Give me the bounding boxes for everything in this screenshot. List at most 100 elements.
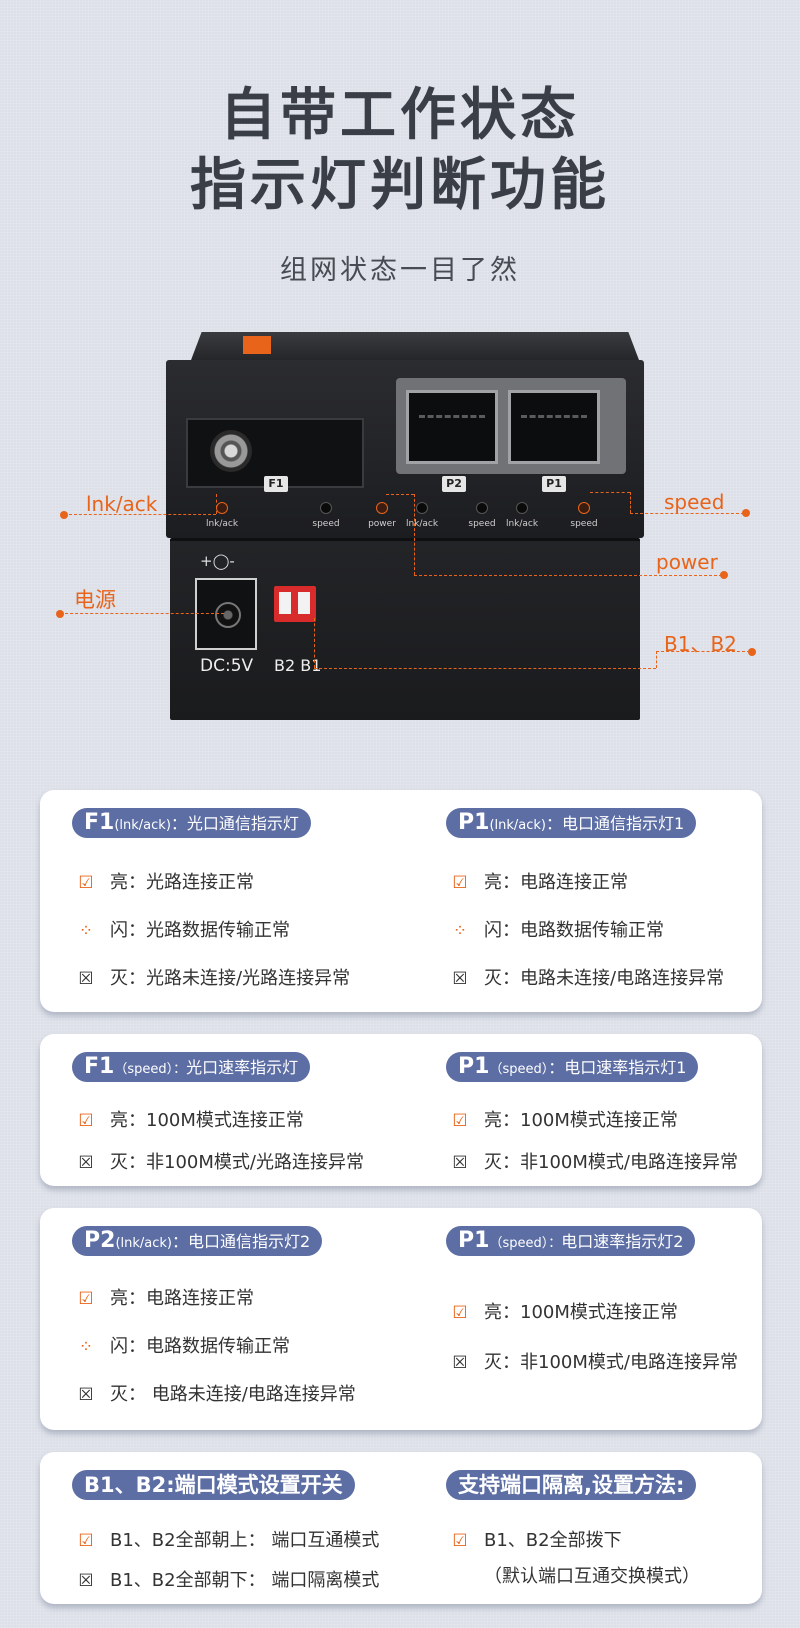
fiber-connector-icon <box>210 430 252 472</box>
list-item: ⁘闪：电路数据传输正常 <box>76 1332 290 1358</box>
device-illustration: F1 P2 P1 lnk/ack speed power lnk/ack spe… <box>0 320 800 730</box>
dc-label: DC:5V <box>200 656 254 676</box>
led-f1-speed <box>320 502 332 514</box>
callout-line <box>64 514 216 515</box>
callout-dot <box>56 610 64 618</box>
blink-icon: ⁘ <box>78 1337 94 1357</box>
pill-p1-lnk: P1(lnk/ack)：电口通信指示灯1 <box>446 808 697 838</box>
off-icon: ☒ <box>452 969 468 989</box>
callout-power: power <box>656 550 718 574</box>
led-label: speed <box>312 519 340 529</box>
led-p1-lnk <box>516 502 528 514</box>
dc-power-jack <box>195 578 257 650</box>
led-label: lnk/ack <box>205 519 239 529</box>
callout-dot <box>720 571 728 579</box>
pill-p1-speed-2: P1（speed）：电口速率指示灯2 <box>446 1226 696 1256</box>
dc-polarity-icon: +◯- <box>200 552 235 570</box>
callout-dot <box>748 648 756 656</box>
dip-switch <box>274 586 316 622</box>
port-label-p1: P1 <box>542 476 566 492</box>
list-item: ⁘闪：光路数据传输正常 <box>76 916 290 942</box>
callout-dot <box>60 511 68 519</box>
list-item: ☑亮：电路连接正常 <box>450 868 628 894</box>
led-label: power <box>368 519 396 529</box>
list-item: ☒灭：非100M模式/电路连接异常 <box>450 1148 738 1174</box>
check-icon: ☑ <box>78 1111 94 1131</box>
callout-line <box>60 613 224 614</box>
callout-line <box>656 651 750 652</box>
blink-icon: ⁘ <box>78 921 94 941</box>
callout-line <box>630 492 631 513</box>
led-p2-lnk <box>416 502 428 514</box>
led-p2-speed <box>476 502 488 514</box>
callout-line <box>630 513 744 514</box>
list-item: ☑亮：100M模式连接正常 <box>450 1106 678 1132</box>
callout-line <box>590 492 630 493</box>
list-item: ☑亮：100M模式连接正常 <box>450 1298 678 1324</box>
check-icon: ☑ <box>78 1531 94 1551</box>
callout-line <box>314 668 656 669</box>
off-icon: ☒ <box>78 1153 94 1173</box>
page-title-line1: 自带工作状态 <box>220 83 580 148</box>
led-power <box>376 502 388 514</box>
callout-line <box>414 575 722 576</box>
list-item: ☒B1、B2全部朝下： 端口隔离模式 <box>76 1566 379 1592</box>
list-item: ☑亮：电路连接正常 <box>76 1284 254 1310</box>
off-icon: ☒ <box>78 1571 94 1591</box>
port-label-p2: P2 <box>442 476 466 492</box>
brand-logo-icon <box>243 336 271 354</box>
led-label: speed <box>570 519 598 529</box>
check-icon: ☑ <box>452 1111 468 1131</box>
callout-lnk-ack: lnk/ack <box>86 492 158 516</box>
pill-port-isolation: 支持端口隔离,设置方法: <box>446 1470 697 1500</box>
dip-switch-label: B2 B1 <box>274 656 322 675</box>
off-icon: ☒ <box>78 1385 94 1405</box>
port-label-f1: F1 <box>264 476 288 492</box>
check-icon: ☑ <box>452 1303 468 1323</box>
pill-b1-b2-switch: B1、B2:端口模式设置开关 <box>72 1470 355 1500</box>
list-item: ☑B1、B2全部朝上： 端口互通模式 <box>76 1526 379 1552</box>
callout-power-source: 电源 <box>74 588 116 612</box>
led-label: lnk/ack <box>505 519 539 529</box>
callout-b1-b2: B1、B2 <box>664 632 737 656</box>
pill-f1-speed: F1（speed）：光口速率指示灯 <box>72 1052 311 1082</box>
callout-line <box>314 618 315 668</box>
list-item: ☒灭：光路未连接/光路连接异常 <box>76 964 350 990</box>
card-speed-1: F1（speed）：光口速率指示灯 ☑亮：100M模式连接正常 ☒灭：非100M… <box>40 1034 762 1186</box>
card-b1-b2: B1、B2:端口模式设置开关 ☑B1、B2全部朝上： 端口互通模式 ☒B1、B2… <box>40 1452 762 1604</box>
pill-f1-lnk: F1(lnk/ack)：光口通信指示灯 <box>72 808 311 838</box>
list-item: ⁘闪：电路数据传输正常 <box>450 916 664 942</box>
off-icon: ☒ <box>452 1353 468 1373</box>
list-item: ☑亮：光路连接正常 <box>76 868 254 894</box>
off-icon: ☒ <box>78 969 94 989</box>
check-icon: ☑ <box>452 873 468 893</box>
check-icon: ☑ <box>452 1531 468 1551</box>
pill-p1-speed: P1（speed）：电口速率指示灯1 <box>446 1052 699 1082</box>
callout-line <box>386 494 414 495</box>
callout-line <box>414 494 415 575</box>
off-icon: ☒ <box>452 1153 468 1173</box>
list-item: ☒灭：非100M模式/光路连接异常 <box>76 1148 364 1174</box>
check-icon: ☑ <box>78 1289 94 1309</box>
page-title-line2: 指示灯判断功能 <box>190 153 610 218</box>
callout-dot <box>742 509 750 517</box>
card-p2-p1: P2(lnk/ack)：电口通信指示灯2 ☑亮：电路连接正常 ⁘闪：电路数据传输… <box>40 1208 762 1430</box>
callout-line <box>656 651 657 668</box>
led-p1-speed <box>578 502 590 514</box>
list-item: ☒灭： 电路未连接/电路连接异常 <box>76 1380 355 1406</box>
rj45-port-p1 <box>508 390 600 464</box>
callout-speed: speed <box>664 490 725 514</box>
led-f1-lnk <box>216 502 228 514</box>
blink-icon: ⁘ <box>452 921 468 941</box>
list-item: ☒灭：非100M模式/电路连接异常 <box>450 1348 738 1374</box>
list-item: ☒灭：电路未连接/电路连接异常 <box>450 964 724 990</box>
card-f1-p1-link: F1(lnk/ack)：光口通信指示灯 ☑亮：光路连接正常 ⁘闪：光路数据传输正… <box>40 790 762 1012</box>
list-item: （默认端口互通交换模式） <box>484 1566 700 1587</box>
list-item: ☑亮：100M模式连接正常 <box>76 1106 304 1132</box>
rj45-port-p2 <box>406 390 498 464</box>
page-subtitle: 组网状态一目了然 <box>280 255 520 286</box>
callout-line <box>216 494 217 514</box>
led-label: speed <box>468 519 496 529</box>
led-label: lnk/ack <box>405 519 439 529</box>
pill-p2-lnk: P2(lnk/ack)：电口通信指示灯2 <box>72 1226 323 1256</box>
